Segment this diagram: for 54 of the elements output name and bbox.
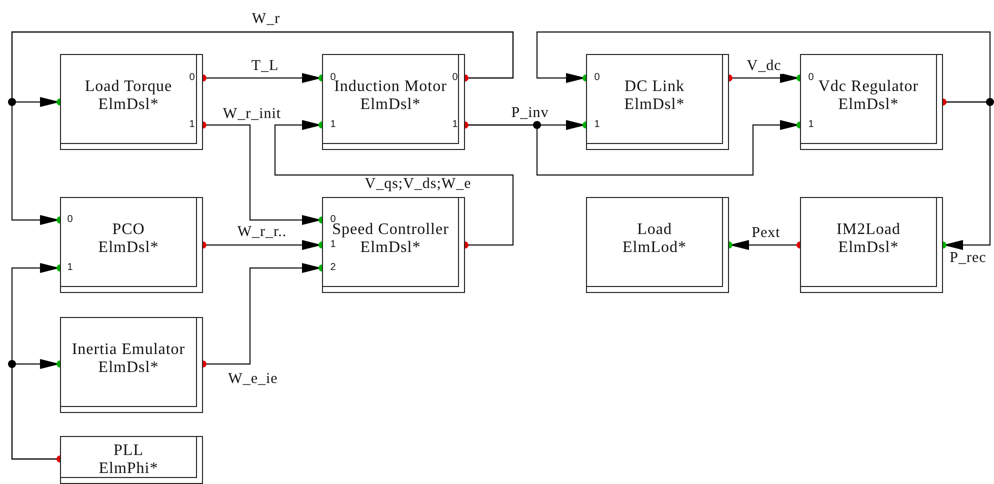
block-label: ElmDsl* [98, 96, 159, 114]
edge-label: W_r [250, 11, 282, 27]
block-box [322, 54, 465, 150]
port-number: 1 [808, 120, 814, 130]
edge-label: W_r_r.. [236, 224, 288, 240]
port-number: 1 [189, 120, 195, 130]
port-number: 1 [594, 120, 600, 130]
block-label: ElmDsl* [360, 96, 421, 114]
block-box [800, 197, 943, 293]
block-label: Load Torque [84, 78, 172, 96]
port-number: 0 [808, 73, 814, 83]
block-label: ElmDsl* [98, 359, 159, 377]
block-label: ElmPhi* [98, 460, 158, 478]
block-box [60, 317, 203, 413]
block-label: ElmDsl* [838, 96, 899, 114]
port-number: 1 [330, 120, 336, 130]
edge-label: W_r_init [222, 106, 282, 122]
block-label: DC Link [624, 78, 684, 96]
block-label: Load [637, 221, 672, 239]
block-label: Vdc Regulator [818, 78, 919, 96]
block-label: PLL [114, 442, 144, 460]
block-box [322, 197, 465, 293]
block-box [586, 197, 729, 293]
port-number: 0 [594, 73, 600, 83]
block-box [60, 436, 203, 484]
block-label: Inertia Emulator [72, 341, 186, 359]
edge-label: W_e_ie [227, 371, 279, 387]
edge-label: V_dc [746, 58, 782, 74]
edge-label: P_rec [948, 250, 988, 266]
block-label: PCO [112, 221, 145, 239]
port-number: 0 [189, 73, 195, 83]
port-number: 1 [452, 120, 458, 130]
block-label: ElmDsl* [624, 96, 685, 114]
port-number: 0 [330, 73, 336, 83]
port-number: 0 [67, 215, 73, 225]
edge-label: V_qs;V_ds;W_e [364, 176, 472, 192]
edge-label: P_inv [510, 105, 550, 121]
edge-label: T_L [250, 58, 280, 74]
block-label: ElmLod* [622, 239, 686, 257]
block-label: ElmDsl* [360, 239, 421, 257]
block-box [60, 197, 203, 293]
port-number: 1 [67, 263, 73, 273]
connector-arrow [11, 31, 514, 225]
block-label: ElmDsl* [838, 239, 899, 257]
block-box [800, 54, 943, 150]
block-box [586, 54, 729, 150]
block-label: ElmDsl* [98, 239, 159, 257]
port-number: 1 [330, 240, 336, 250]
connector-arrow [274, 120, 514, 246]
port-number: 0 [452, 73, 458, 83]
port-number: 2 [330, 263, 336, 273]
block-label: IM2Load [836, 221, 900, 239]
block-label: Induction Motor [334, 78, 447, 96]
block-box [60, 54, 203, 150]
